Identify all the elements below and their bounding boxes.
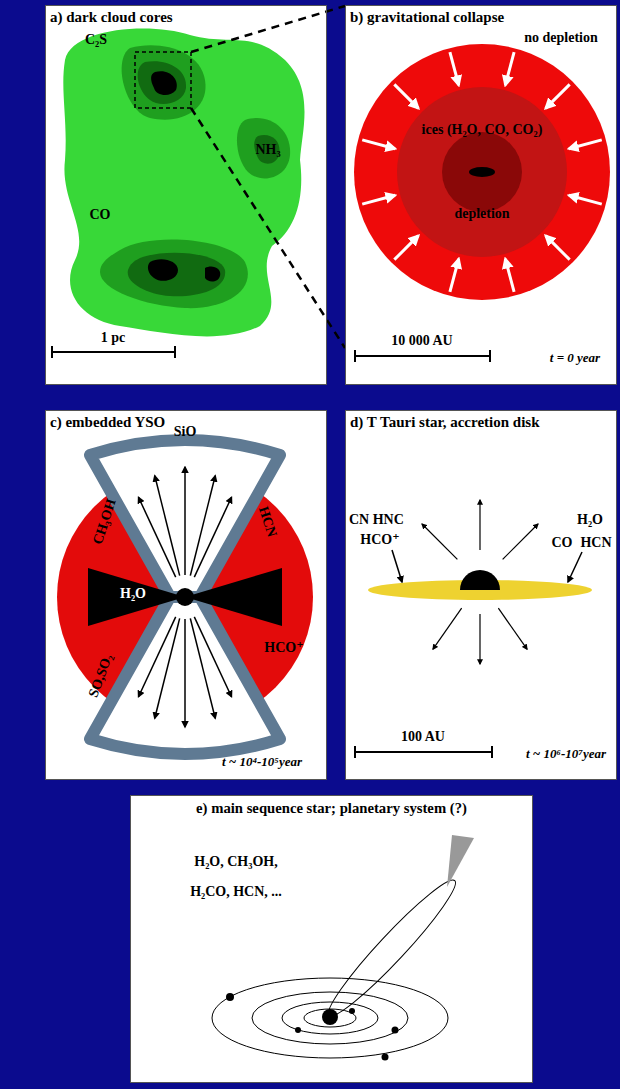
- stage-panel: c) embedded YSO SiO CH₃OH HCN H₂O SO,SO₂ HCO⁺ t…: [45, 410, 327, 780]
- panel-title: e) main sequence star; planetary system …: [131, 800, 532, 817]
- arrow: [433, 608, 462, 649]
- molecule-label: depletion: [454, 206, 509, 221]
- panel-title: a) dark cloud cores: [50, 9, 173, 26]
- arrow: [505, 52, 514, 85]
- arrow: [505, 259, 514, 292]
- panel-ground: [130, 795, 533, 1083]
- arrow: [184, 619, 186, 727]
- arrow: [155, 476, 180, 576]
- zoom-lines: [191, 6, 345, 348]
- molecule-label: 10 000 AU: [391, 333, 452, 348]
- arrow: [362, 195, 395, 204]
- scale-bar: [355, 350, 490, 362]
- outflow-arrows: [139, 467, 232, 727]
- collapsing-core: [354, 44, 610, 300]
- arrow: [546, 84, 570, 108]
- panel-title: c) embedded YSO: [50, 414, 165, 431]
- arrow: [422, 524, 457, 559]
- arrow: [569, 195, 602, 204]
- scale-bar: [355, 746, 492, 758]
- molecule-label: HCN: [580, 535, 611, 550]
- molecule-label: HCN: [256, 505, 280, 539]
- arrow: [546, 236, 570, 260]
- molecule-label: CO: [90, 207, 111, 222]
- molecule-label: t = 0 year: [550, 351, 600, 365]
- arrow: [190, 618, 215, 718]
- molecule-label: HCO⁺: [264, 640, 303, 655]
- panel-ground: [45, 5, 327, 385]
- arrow: [503, 524, 538, 559]
- molecule-label: CH₃OH: [89, 497, 118, 546]
- molecule-label: H₂O: [120, 586, 146, 601]
- disk: [368, 570, 592, 600]
- molecule-label: ices (H₂O, CO, CO₂): [422, 122, 543, 137]
- stage-panel: d) T Tauri star, accretion disk CN HNC HCO…: [345, 410, 617, 780]
- panel-ground: [45, 410, 327, 780]
- arrow: [155, 618, 180, 718]
- arrow: [450, 259, 459, 292]
- wind-arrows: [422, 500, 538, 664]
- arrow: [450, 52, 459, 85]
- molecule-label: SiO: [174, 424, 197, 439]
- arrow: [498, 608, 527, 649]
- panel-title: d) T Tauri star, accretion disk: [350, 414, 540, 431]
- arrow: [139, 497, 176, 577]
- arrow: [194, 497, 231, 577]
- arrow: [569, 140, 602, 149]
- stage-panel: e) main sequence star; planetary system …: [130, 795, 533, 1083]
- molecule-label: H₂O, CH₃OH,: [194, 854, 277, 869]
- stage-panel: b) gravitational collapse no depletion ice…: [345, 5, 617, 385]
- arrow: [479, 500, 480, 550]
- molecule-label: CO: [552, 535, 573, 550]
- molecule-label: 100 AU: [401, 729, 445, 744]
- arrow: [394, 236, 418, 260]
- molecule-label: SO,SO₂: [86, 652, 116, 700]
- infall-arrows: [362, 52, 602, 292]
- cloud: [63, 29, 304, 337]
- molecule-label: t ~ 10⁴-10⁵year: [222, 755, 302, 769]
- molecule-label: 1 pc: [101, 330, 126, 345]
- molecule-label: CN HNC: [349, 512, 404, 527]
- panel-ground: [345, 5, 617, 385]
- molecule-label: t ~ 10⁶-10⁷year: [526, 747, 606, 761]
- arrow: [362, 140, 395, 149]
- molecule-label: H₂O: [577, 512, 603, 527]
- arrow: [479, 614, 480, 664]
- arrow: [394, 84, 418, 108]
- arrow: [190, 476, 215, 576]
- molecule-label: NH₃: [255, 142, 280, 157]
- molecule-label: HCO⁺: [360, 532, 399, 547]
- panel-title: b) gravitational collapse: [350, 9, 504, 26]
- panel-ground: [345, 410, 617, 780]
- envelope: [57, 440, 313, 754]
- molecule-label: H₂CO, HCN, ...: [190, 884, 282, 899]
- scale-bar: [52, 346, 175, 358]
- arrow: [194, 617, 231, 697]
- pointer-arrows: [392, 550, 582, 582]
- arrow: [184, 467, 186, 575]
- molecule-label: no depletion: [524, 30, 598, 45]
- arrow: [139, 617, 176, 697]
- stage-panel: a) dark cloud coresC₂S CO NH₃ 1 pc: [45, 5, 327, 385]
- molecule-label: C₂S: [85, 32, 107, 47]
